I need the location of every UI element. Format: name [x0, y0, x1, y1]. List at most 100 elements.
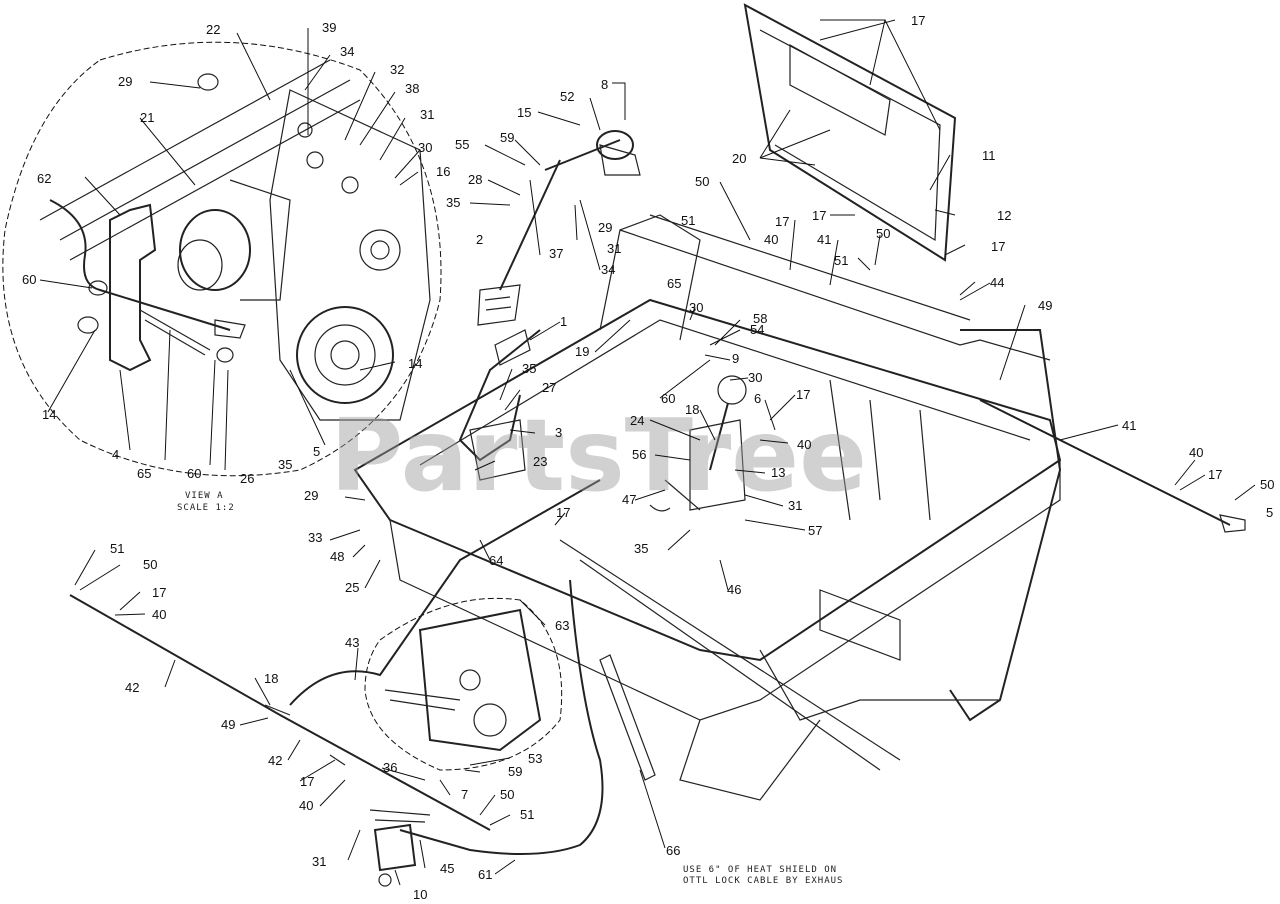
callout-25: 25 [345, 580, 359, 595]
callout-36: 36 [383, 760, 397, 775]
callout-35: 35 [522, 361, 536, 376]
callout-34: 34 [340, 44, 354, 59]
callout-19: 19 [575, 344, 589, 359]
callout-45: 45 [440, 861, 454, 876]
callout-46: 46 [727, 582, 741, 597]
callout-8: 8 [601, 77, 608, 92]
view-scale: SCALE 1:2 [177, 503, 235, 513]
bracket [109, 203, 157, 372]
callout-5: 5 [1266, 505, 1273, 520]
leader-lines [74, 19, 1256, 886]
callout-7: 7 [461, 787, 468, 802]
callout-60: 60 [22, 272, 36, 287]
motor [177, 179, 291, 301]
callout-40: 40 [152, 607, 166, 622]
callout-55: 55 [455, 137, 469, 152]
callout-50: 50 [876, 226, 890, 241]
callout-18: 18 [264, 671, 278, 686]
callout-59: 59 [508, 764, 522, 779]
callout-56: 56 [632, 447, 646, 462]
callout-60: 60 [661, 391, 675, 406]
callout-61: 61 [478, 867, 492, 882]
callout-17: 17 [556, 505, 570, 520]
callout-14: 14 [408, 356, 422, 371]
callout-17: 17 [1208, 467, 1222, 482]
callout-51: 51 [110, 541, 124, 556]
callout-51: 51 [834, 253, 848, 268]
callout-50: 50 [143, 557, 157, 572]
callout-34: 34 [601, 262, 615, 277]
callout-43: 43 [345, 635, 359, 650]
callout-59: 59 [500, 130, 514, 145]
callout-17: 17 [812, 208, 826, 223]
callout-30: 30 [748, 370, 762, 385]
view-label: VIEW A [185, 491, 224, 501]
callout-17: 17 [300, 774, 314, 789]
watermark: PartsTree [330, 397, 867, 514]
callout-4: 4 [112, 447, 119, 462]
cable-61 [399, 579, 604, 855]
callout-1: 1 [560, 314, 567, 329]
callout-47: 47 [622, 492, 636, 507]
callout-41: 41 [817, 232, 831, 247]
note-line-1: USE 6" OF HEAT SHIELD ON [683, 865, 837, 875]
callout-65: 65 [137, 466, 151, 481]
callout-50: 50 [500, 787, 514, 802]
gear-housing [269, 89, 431, 421]
callout-41: 41 [1122, 418, 1136, 433]
callout-23: 23 [533, 454, 547, 469]
callout-15: 15 [517, 105, 531, 120]
callout-51: 51 [520, 807, 534, 822]
callout-49: 49 [1038, 298, 1052, 313]
callout-60: 60 [187, 466, 201, 481]
rod-41 [979, 399, 1231, 526]
callout-35: 35 [278, 457, 292, 472]
callout-31: 31 [312, 854, 326, 869]
callout-14: 14 [42, 407, 56, 422]
callout-35: 35 [634, 541, 648, 556]
callout-35: 35 [446, 195, 460, 210]
callout-32: 32 [390, 62, 404, 77]
transmission-detail [289, 479, 601, 771]
rod-42 [69, 594, 491, 831]
callout-9: 9 [732, 351, 739, 366]
pedal-assembly [477, 130, 641, 326]
callout-52: 52 [560, 89, 574, 104]
callout-30: 30 [689, 300, 703, 315]
callout-63: 63 [555, 618, 569, 633]
callout-29: 29 [304, 488, 318, 503]
callout-48: 48 [330, 549, 344, 564]
callout-29: 29 [118, 74, 132, 89]
callout-27: 27 [542, 380, 556, 395]
callout-17: 17 [991, 239, 1005, 254]
callout-54: 54 [750, 322, 764, 337]
callout-38: 38 [405, 81, 419, 96]
callout-2: 2 [476, 232, 483, 247]
callout-17: 17 [775, 214, 789, 229]
callout-50: 50 [695, 174, 709, 189]
callout-17: 17 [152, 585, 166, 600]
callout-22: 22 [206, 22, 220, 37]
callout-5: 5 [313, 444, 320, 459]
callout-66: 66 [666, 843, 680, 858]
callout-44: 44 [990, 275, 1004, 290]
panel-11 [743, 3, 957, 262]
callout-53: 53 [528, 751, 542, 766]
cable-62 [49, 199, 231, 331]
callout-64: 64 [489, 553, 503, 568]
lever-assembly [649, 375, 747, 512]
callout-21: 21 [140, 110, 154, 125]
callout-3: 3 [555, 425, 562, 440]
main-frame [353, 214, 1062, 801]
callout-65: 65 [667, 276, 681, 291]
callout-12: 12 [997, 208, 1011, 223]
callout-20: 20 [732, 151, 746, 166]
callout-50: 50 [1260, 477, 1274, 492]
callout-40: 40 [764, 232, 778, 247]
callout-31: 31 [607, 241, 621, 256]
callout-33: 33 [308, 530, 322, 545]
callout-49: 49 [221, 717, 235, 732]
callout-62: 62 [37, 171, 51, 186]
view-a-detail: VIEW A SCALE 1:2 [2, 28, 442, 513]
